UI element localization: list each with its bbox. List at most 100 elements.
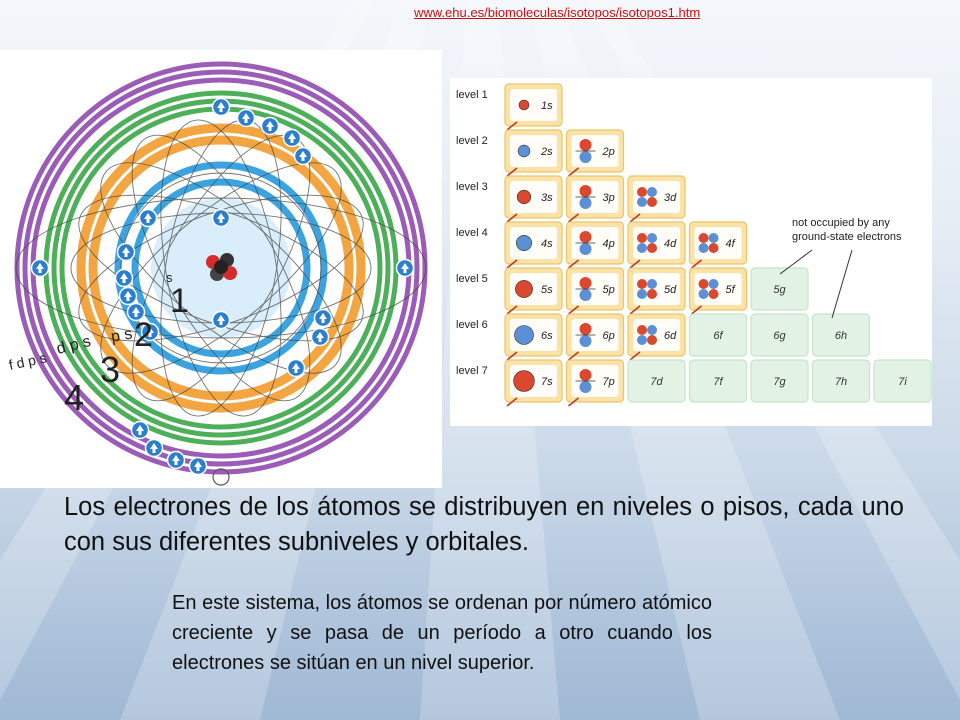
electron-arrow-icon [150, 443, 158, 453]
orbital-label: 6g [773, 330, 786, 342]
orbital-label: 3p [603, 192, 615, 204]
main-text: Los electrones de los átomos se distribu… [64, 493, 904, 556]
orbital-cell-occupied: 6d [627, 313, 686, 361]
orbital-label: 7g [773, 376, 786, 388]
orbital-cell-empty: 7i [873, 359, 932, 403]
orbital-cell-occupied: 2s [504, 129, 563, 177]
orbital-shape-lobe [698, 233, 709, 243]
orbit-ellipse [100, 162, 342, 374]
orbital-shape-p [579, 277, 592, 289]
orbit-ellipse [131, 134, 311, 402]
orbital-cell-occupied: 3s [504, 175, 563, 223]
electron-arrow-icon [172, 455, 180, 465]
electron-arrow-icon [299, 151, 307, 161]
orbital-label: 2s [540, 146, 553, 158]
fill-order-arrow [568, 305, 579, 315]
orbital-label: 4s [541, 238, 553, 250]
fill-order-arrow [506, 351, 518, 361]
orbital-shape-p [579, 369, 592, 381]
orbital-label: 5d [664, 284, 677, 296]
electron [30, 258, 50, 278]
electron-arrow-icon [122, 247, 130, 257]
orbital-cell-occupied: 4d [627, 221, 686, 269]
orbital-shape-lobe [647, 289, 657, 299]
electron-arrow-icon [132, 307, 140, 317]
orbital-shape-lobe [647, 279, 657, 289]
orbital-shape-lobe [647, 197, 657, 207]
source-link[interactable]: www.ehu.es/biomoleculas/isotopos/isotopo… [414, 5, 701, 20]
electron [310, 327, 330, 347]
orbital-shape-lobe [698, 289, 709, 299]
annotation-text: not occupied by any [792, 217, 890, 229]
electron-vacancy [212, 468, 230, 486]
orbital-cell-empty: 7f [688, 359, 748, 403]
orbital-shape-lobe [637, 335, 647, 345]
orbital-shape-p [579, 323, 592, 335]
orbital-cell-empty: 6g [750, 313, 809, 357]
electron [260, 116, 280, 136]
fill-order-arrow [568, 213, 579, 223]
orbital-label: 1s [541, 100, 553, 112]
orbital-cell-occupied: 5p [565, 267, 625, 315]
fill-order-arrow [691, 305, 702, 315]
electron [140, 322, 160, 342]
shell-ring [88, 135, 354, 401]
shell-ring [76, 123, 366, 413]
fill-order-arrow [629, 305, 641, 315]
orbital-label: 2p [602, 146, 615, 158]
orbital-label: 6f [713, 330, 723, 342]
shell-number: 1 [170, 282, 189, 320]
orbital-shape-p [579, 139, 592, 151]
orbital-shape-lobe [708, 289, 719, 299]
orbital-label: 6p [603, 330, 615, 342]
fill-order-arrow [506, 397, 518, 407]
orbital-shape-lobe [698, 243, 709, 253]
orbital-shape-lobe [708, 279, 719, 289]
shell-number: 3 [100, 349, 120, 390]
orbital-shape-s [516, 189, 532, 205]
orbital-label: 5f [726, 284, 736, 296]
orbital-shape-p [579, 151, 592, 163]
electron [188, 456, 208, 476]
orbital-label: 7i [898, 376, 907, 388]
shell-number: 4 [64, 377, 84, 418]
orbital-label: 5s [541, 284, 553, 296]
orbital-shape-s [515, 280, 533, 298]
orbital-label: 7h [835, 376, 847, 388]
orbital-shape-lobe [647, 325, 657, 335]
orbital-cell-empty: 7g [750, 359, 809, 403]
orbital-shape-p [579, 185, 592, 197]
electron-arrow-icon [144, 213, 152, 223]
orbital-label: 5p [603, 284, 615, 296]
orbital-shape-p [579, 231, 592, 243]
level-label: level 1 [456, 89, 488, 101]
electron-arrow-icon [124, 291, 132, 301]
shell-number: 2 [134, 316, 153, 354]
orbital-label: 7f [713, 376, 723, 388]
orbital-cell-occupied: 6p [565, 313, 625, 361]
annotation-text: ground-state electrons [792, 231, 902, 243]
orbital-cell-occupied: 6s [504, 313, 563, 361]
orbital-cell-occupied: 1s [504, 83, 563, 131]
orbital-label: 6h [835, 330, 847, 342]
orbital-label: 5g [773, 284, 786, 296]
orbital-cell-empty: 7h [811, 359, 871, 403]
orbital-cell-occupied: 5d [627, 267, 686, 315]
fill-order-arrow [691, 259, 702, 269]
orbital-shape-s [513, 370, 535, 392]
orbital-shape-lobe [637, 233, 647, 243]
electron [286, 358, 306, 378]
electron-arrow-icon [319, 313, 327, 323]
fill-order-arrow [629, 351, 641, 361]
level-label: level 6 [456, 319, 488, 331]
orbital-cell-occupied: 3p [565, 175, 625, 223]
electron-arrow-icon [242, 113, 250, 123]
fill-order-arrow [506, 213, 518, 223]
orbital-shape-lobe [637, 325, 647, 335]
electron [114, 268, 134, 288]
orbital-cell-empty: 6h [811, 313, 871, 357]
electron-arrow-icon [217, 102, 225, 112]
shell-ring [131, 178, 311, 358]
